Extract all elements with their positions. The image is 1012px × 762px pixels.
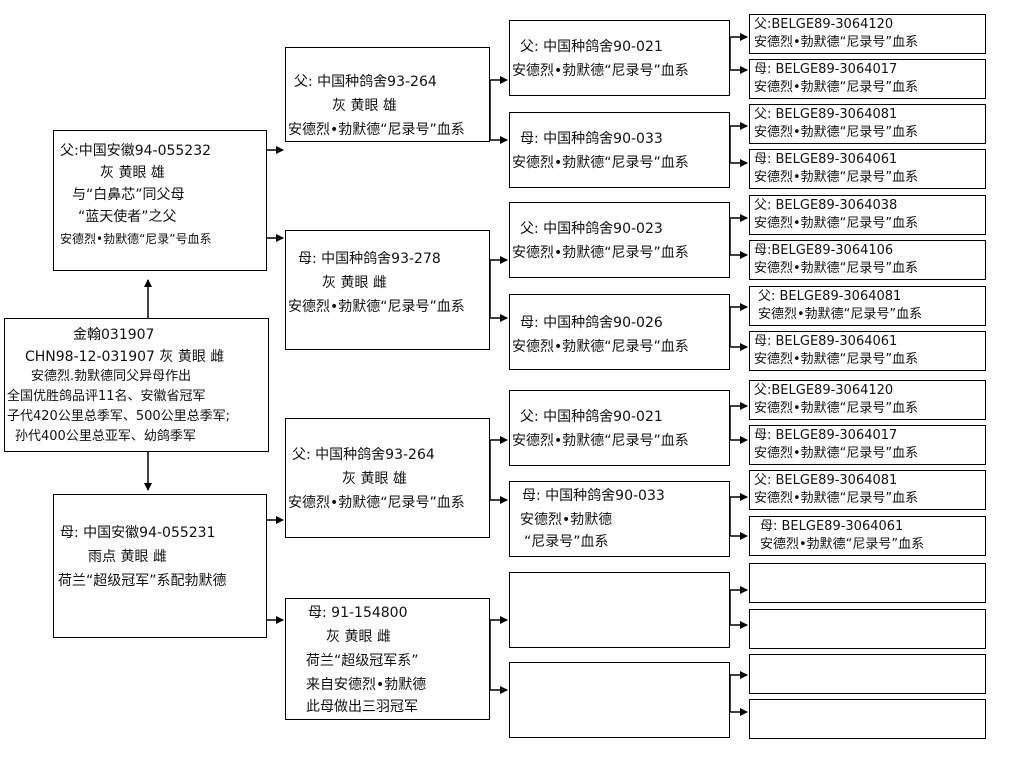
gen4-ring: 母:BELGE89-3064106: [754, 243, 894, 258]
gen4-box: 母: BELGE89-3064017 安德烈•勃默德“尼录号”血系: [749, 59, 986, 99]
gen3-ring: 母: 中国种鸽舍90-026: [520, 315, 663, 331]
gen4-ring: 母: BELGE89-3064017: [754, 62, 898, 77]
gen4-lineage: 安德烈•勃默德“尼录号”血系: [760, 537, 925, 552]
dam-box: 母: 中国安徽94-055231 雨点 黄眼 雌 荷兰“超级冠军”系配勃默德: [53, 494, 267, 638]
gen4-box-empty: [749, 609, 986, 649]
gen3-lineage: 安德烈•勃默德“尼录号”血系: [512, 339, 689, 355]
gen2-achievement: 此母做出三羽冠军: [306, 699, 418, 715]
gen4-box: 母: BELGE89-3064017 安德烈•勃默德“尼录号”血系: [749, 425, 986, 465]
gen4-ring: 父: BELGE89-3064081: [754, 107, 898, 122]
sire-box: 父:中国安徽94-055232 灰 黄眼 雄 与“白鼻芯”同父母 “蓝天使者”之…: [53, 130, 267, 271]
gen3-lineage: 安德烈•勃默德: [520, 512, 613, 528]
gen4-lineage: 安德烈•勃默德“尼录号”血系: [754, 401, 919, 416]
gen4-lineage: 安德烈•勃默德“尼录号”血系: [754, 491, 919, 506]
subject-grand-offspring: 孙代400公里总亚军、幼鸽季军: [15, 429, 196, 444]
gen4-lineage: 安德烈•勃默德“尼录号”血系: [758, 307, 923, 322]
gen2-lineage: 安德烈•勃默德“尼录号”血系: [288, 495, 465, 511]
gen2-color: 灰 黄眼 雄: [332, 98, 397, 114]
gen4-box: 母: BELGE89-3064061 安德烈•勃默德“尼录号”血系: [749, 331, 986, 371]
gen3-box-empty: [509, 662, 730, 738]
subject-lineage: 安德烈.勃默德同父异母作出: [31, 369, 192, 384]
gen4-ring: 母: BELGE89-3064017: [754, 428, 898, 443]
gen2-ring: 父: 中国种鸽舍93-264: [294, 74, 437, 90]
gen3-box: 母: 中国种鸽舍90-033 安德烈•勃默德“尼录号”血系: [509, 112, 730, 188]
gen4-box-empty: [749, 699, 986, 739]
gen2-box: 父: 中国种鸽舍93-264 灰 黄眼 雄 安德烈•勃默德“尼录号”血系: [285, 47, 490, 142]
gen4-ring: 父: BELGE89-3064081: [754, 473, 898, 488]
dam-lineage: 荷兰“超级冠军”系配勃默德: [58, 573, 227, 589]
gen3-box: 父: 中国种鸽舍90-023 安德烈•勃默德“尼录号”血系: [509, 202, 730, 278]
gen2-box: 父: 中国种鸽舍93-264 灰 黄眼 雄 安德烈•勃默德“尼录号”血系: [285, 418, 490, 538]
gen4-box: 父:BELGE89-3064120 安德烈•勃默德“尼录号”血系: [749, 14, 986, 54]
gen2-lineage: 荷兰“超级冠军系”: [306, 653, 419, 669]
gen4-box: 父:BELGE89-3064120 安德烈•勃默德“尼录号”血系: [749, 380, 986, 420]
sire-sibling-note: 与“白鼻芯”同父母: [72, 187, 185, 203]
gen4-box: 母: BELGE89-3064061 安德烈•勃默德“尼录号”血系: [749, 149, 986, 189]
gen4-lineage: 安德烈•勃默德“尼录号”血系: [754, 35, 919, 50]
gen2-color: 灰 黄眼 雌: [322, 275, 387, 291]
gen4-box: 父: BELGE89-3064081 安德烈•勃默德“尼录号”血系: [749, 286, 986, 326]
sire-offspring-note: “蓝天使者”之父: [78, 209, 177, 225]
gen3-ring: 母: 中国种鸽舍90-033: [520, 131, 663, 147]
sire-ring: 父:中国安徽94-055232: [60, 143, 212, 159]
subject-name: 金翰031907: [73, 327, 155, 343]
gen2-ring: 母: 中国种鸽舍93-278: [298, 251, 441, 267]
gen4-box-empty: [749, 654, 986, 694]
gen3-ring: 父: 中国种鸽舍90-021: [520, 409, 663, 425]
gen3-box-empty: [509, 572, 730, 648]
gen4-lineage: 安德烈•勃默德“尼录号”血系: [754, 352, 919, 367]
gen3-ring: 母: 中国种鸽舍90-033: [522, 488, 665, 504]
subject-ring: CHN98-12-031907 灰 黄眼 雌: [25, 349, 225, 365]
gen3-lineage: 安德烈•勃默德“尼录号”血系: [512, 245, 689, 261]
gen2-color: 灰 黄眼 雄: [342, 471, 407, 487]
subject-pigeon-box: 金翰031907 CHN98-12-031907 灰 黄眼 雌 安德烈.勃默德同…: [4, 318, 269, 452]
gen4-box: 母: BELGE89-3064061 安德烈•勃默德“尼录号”血系: [749, 516, 986, 556]
sire-color: 灰 黄眼 雄: [100, 165, 165, 181]
gen4-ring: 父: BELGE89-3064038: [754, 198, 898, 213]
gen4-lineage: 安德烈•勃默德“尼录号”血系: [754, 80, 919, 95]
gen2-color: 灰 黄眼 雌: [326, 629, 391, 645]
sire-lineage: 安德烈•勃默德“尼录”号血系: [60, 232, 212, 246]
gen4-box: 父: BELGE89-3064038 安德烈•勃默德“尼录号”血系: [749, 195, 986, 235]
gen2-lineage: 安德烈•勃默德“尼录号”血系: [288, 122, 465, 138]
gen2-origin: 来自安德烈•勃默德: [306, 677, 427, 693]
gen4-box-empty: [749, 563, 986, 603]
gen3-box: 父: 中国种鸽舍90-021 安德烈•勃默德“尼录号”血系: [509, 20, 730, 96]
gen4-ring: 母: BELGE89-3064061: [754, 152, 898, 167]
gen4-box: 父: BELGE89-3064081 安德烈•勃默德“尼录号”血系: [749, 104, 986, 144]
gen4-lineage: 安德烈•勃默德“尼录号”血系: [754, 170, 919, 185]
gen3-box: 母: 中国种鸽舍90-033 安德烈•勃默德 “尼录号”血系: [509, 481, 730, 557]
gen2-ring: 母: 91-154800: [308, 605, 408, 621]
gen3-ring: 父: 中国种鸽舍90-021: [520, 39, 663, 55]
gen3-lineage-cont: “尼录号”血系: [524, 534, 609, 550]
gen2-lineage: 安德烈•勃默德“尼录号”血系: [288, 299, 465, 315]
dam-color: 雨点 黄眼 雌: [88, 549, 167, 565]
gen3-box: 母: 中国种鸽舍90-026 安德烈•勃默德“尼录号”血系: [509, 294, 730, 370]
gen4-ring: 父: BELGE89-3064081: [758, 289, 902, 304]
gen3-lineage: 安德烈•勃默德“尼录号”血系: [512, 433, 689, 449]
subject-offspring: 子代420公里总季军、500公里总季军;: [7, 409, 231, 424]
gen2-ring: 父: 中国种鸽舍93-264: [292, 447, 435, 463]
gen2-box: 母: 91-154800 灰 黄眼 雌 荷兰“超级冠军系” 来自安德烈•勃默德 …: [285, 598, 490, 720]
gen4-lineage: 安德烈•勃默德“尼录号”血系: [754, 125, 919, 140]
gen4-lineage: 安德烈•勃默德“尼录号”血系: [754, 446, 919, 461]
gen4-box: 母:BELGE89-3064106 安德烈•勃默德“尼录号”血系: [749, 240, 986, 280]
gen4-lineage: 安德烈•勃默德“尼录号”血系: [754, 216, 919, 231]
gen4-ring: 母: BELGE89-3064061: [760, 519, 904, 534]
gen3-lineage: 安德烈•勃默德“尼录号”血系: [512, 63, 689, 79]
gen4-ring: 母: BELGE89-3064061: [754, 334, 898, 349]
gen2-box: 母: 中国种鸽舍93-278 灰 黄眼 雌 安德烈•勃默德“尼录号”血系: [285, 230, 490, 350]
gen4-box: 父: BELGE89-3064081 安德烈•勃默德“尼录号”血系: [749, 470, 986, 510]
gen4-lineage: 安德烈•勃默德“尼录号”血系: [754, 261, 919, 276]
dam-ring: 母: 中国安徽94-055231: [60, 525, 216, 541]
gen4-ring: 父:BELGE89-3064120: [754, 17, 894, 32]
gen3-box: 父: 中国种鸽舍90-021 安德烈•勃默德“尼录号”血系: [509, 390, 730, 466]
gen3-lineage: 安德烈•勃默德“尼录号”血系: [512, 155, 689, 171]
gen3-ring: 父: 中国种鸽舍90-023: [520, 221, 663, 237]
subject-achievement: 全国优胜鸽品评11名、安徽省冠军: [7, 389, 206, 404]
gen4-ring: 父:BELGE89-3064120: [754, 383, 894, 398]
